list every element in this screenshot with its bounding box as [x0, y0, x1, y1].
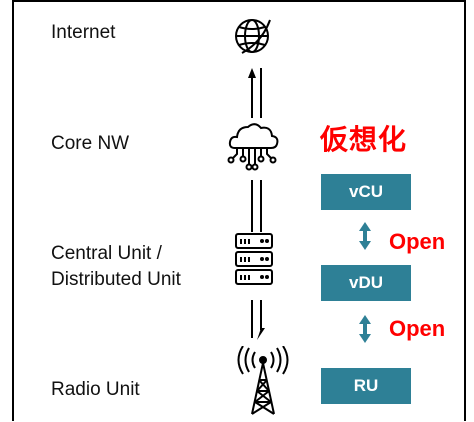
vdu-label: vDU: [348, 273, 383, 292]
internet-label: Internet: [51, 22, 116, 43]
downlink-arrow-icon: [251, 300, 265, 340]
ru-box: RU: [321, 368, 411, 404]
core-network-label: Core NW: [51, 133, 130, 154]
uplink-arrow-icon: [248, 68, 262, 118]
double-arrow-icon: [359, 315, 371, 343]
core-cu-link: [251, 180, 262, 232]
cu-du-label-line1: Central Unit /: [51, 243, 162, 264]
vcu-box: vCU: [321, 174, 411, 210]
radio-tower-icon: [237, 346, 289, 415]
diagram-frame: [12, 0, 466, 421]
cloud-network-icon: [227, 123, 279, 171]
globe-icon: [235, 19, 271, 54]
radio-unit-label: Radio Unit: [51, 379, 140, 400]
open-interface-label: Open: [389, 316, 446, 341]
virtualization-heading: 仮想化: [320, 124, 408, 155]
double-arrow-icon: [359, 222, 371, 250]
cu-du-label-line2: Distributed Unit: [51, 268, 181, 290]
open-interface-label: Open: [389, 229, 446, 254]
server-rack-icon: [235, 233, 273, 285]
ru-label: RU: [353, 376, 379, 395]
cu-du-label: Central Unit / Distributed Unit: [51, 241, 181, 292]
vdu-box: vDU: [321, 265, 411, 301]
vcu-label: vCU: [348, 182, 383, 201]
